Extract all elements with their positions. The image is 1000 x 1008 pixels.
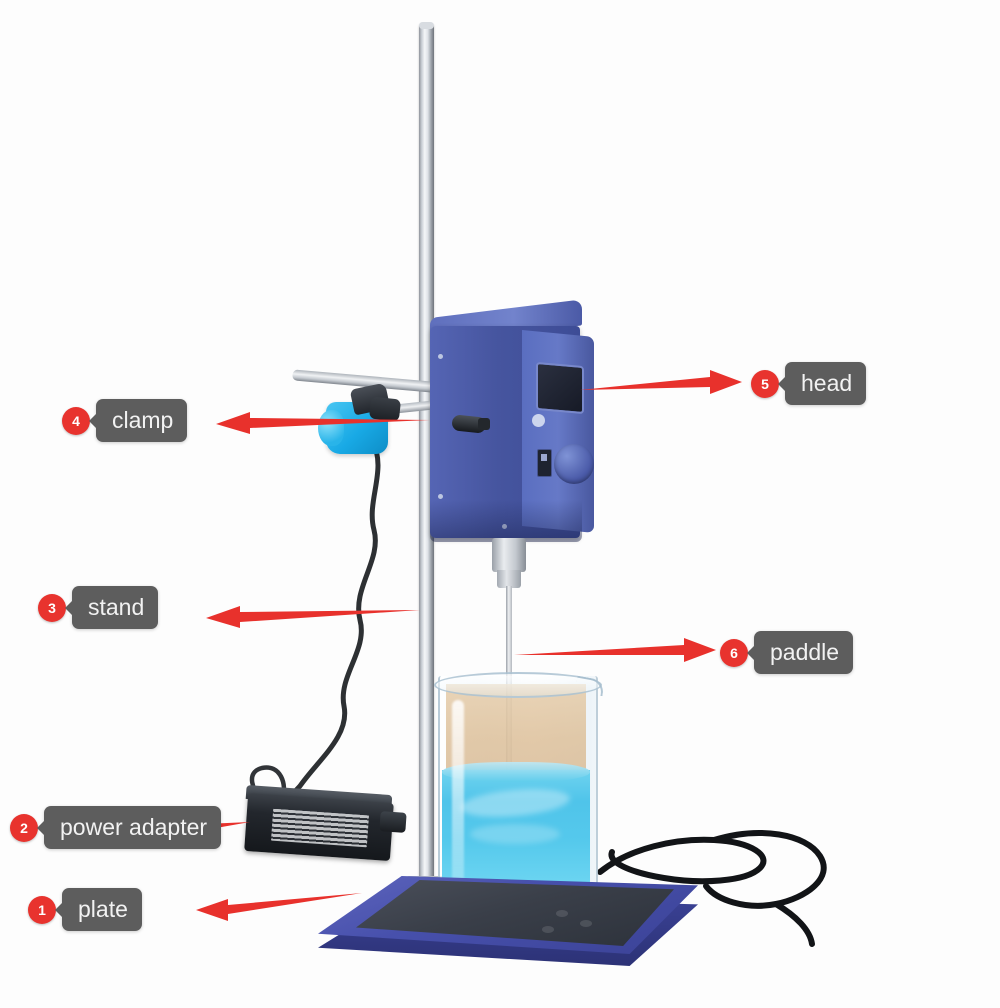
head-screw [502, 524, 507, 529]
power-led-icon [532, 414, 545, 427]
callout-label-paddle: paddle [746, 631, 854, 674]
clamp-nose [318, 410, 344, 446]
callout-badge-1: 1 [28, 895, 56, 924]
chuck [492, 538, 526, 572]
callout-plate[interactable]: 1 plate [28, 888, 142, 931]
head-screw [438, 354, 443, 359]
stand-rod [419, 24, 434, 904]
head-shading [430, 500, 582, 542]
callout-badge-2: 2 [10, 813, 38, 842]
callout-stand[interactable]: 3 stand [38, 586, 159, 629]
chuck-collar [497, 570, 521, 588]
stand-rod-cap [419, 22, 434, 29]
callout-label-stand: stand [64, 586, 159, 629]
callout-head[interactable]: 5 head [751, 362, 867, 405]
beaker-highlight [452, 700, 464, 890]
power-plug-tip [478, 418, 490, 430]
callout-badge-5: 5 [751, 369, 779, 398]
callout-badge-4: 4 [62, 406, 90, 435]
callout-label-power-adapter: power adapter [36, 806, 222, 849]
arrow-head [580, 370, 742, 394]
liquid-swirl [470, 824, 560, 844]
arrow-plate [196, 893, 362, 921]
callout-label-plate: plate [55, 888, 142, 931]
callout-label-clamp: clamp [88, 399, 188, 442]
callout-badge-6: 6 [720, 638, 748, 667]
callout-badge-3: 3 [38, 593, 66, 622]
callout-clamp[interactable]: 4 clamp [62, 399, 188, 442]
speed-knob[interactable] [554, 444, 594, 484]
liquid-surface [442, 762, 590, 782]
beaker-rim [434, 672, 602, 698]
arrow-stand [206, 606, 420, 628]
callout-paddle[interactable]: 6 paddle [720, 631, 854, 674]
head-screw [438, 494, 443, 499]
arrow-clamp [216, 412, 430, 434]
callout-power-adapter[interactable]: 2 power adapter [10, 806, 222, 849]
power-switch[interactable] [537, 449, 552, 477]
arrow-paddle [514, 638, 716, 662]
callout-label-head: head [777, 362, 867, 405]
